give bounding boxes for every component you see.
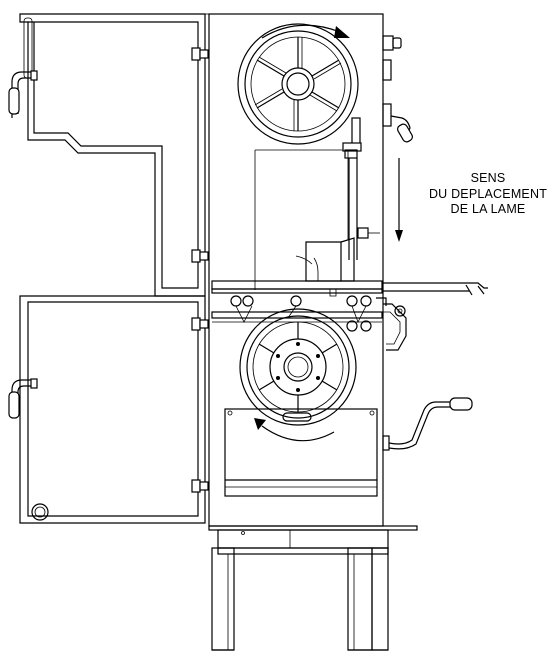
tension-lever [382,59,413,143]
lower-door-handle [8,378,38,419]
blade-guide [342,117,380,260]
lower-door [19,295,206,524]
blade-guard [295,237,355,282]
upper-door [19,13,206,297]
caption-line-3: DE LA LAME [450,202,526,216]
crank-handle [382,397,473,451]
upper-rotation-arrow [261,24,350,39]
lower-cover-panel [224,408,378,497]
door-hinges [191,47,209,493]
stand-legs [211,547,389,651]
saw-table [211,280,488,297]
caption-line-1: SENS [470,171,506,185]
blade-direction-arrow [395,158,403,242]
top-knob [382,35,402,51]
lower-wheel [239,308,357,426]
upper-door-handle [8,70,38,118]
lower-rotation-arrow [254,418,335,442]
table-tilt-mechanism [376,297,407,351]
blade-direction-caption: SENS DU DEPLACEMENT DE LA LAME [418,171,555,218]
upper-wheel [237,23,359,145]
guide-rollers [211,295,383,332]
machine-frame [205,13,384,527]
caption-line-2: DU DEPLACEMENT [428,186,548,201]
base-plate [208,525,418,549]
